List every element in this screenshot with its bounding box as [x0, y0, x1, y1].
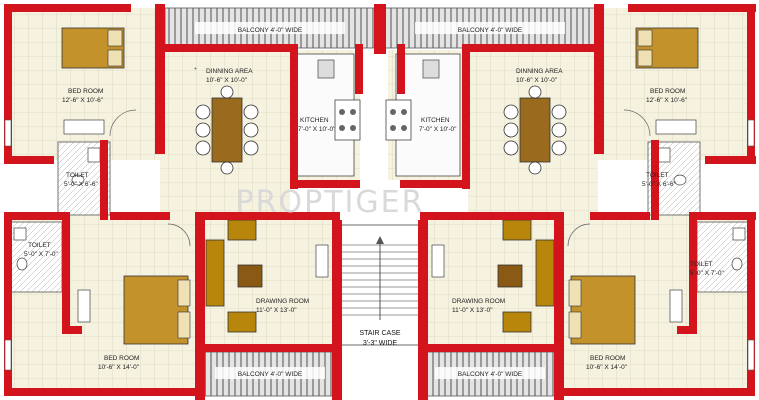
balconies — [164, 7, 596, 397]
kitchen-r-size: 7'-0" X 10'-0" — [419, 126, 457, 133]
bed-tr-name: BED ROOM — [650, 88, 685, 95]
bed-bl-size: 10'-6" X 14'-0" — [98, 364, 140, 371]
kitchen-l-name: KITCHEN — [300, 117, 329, 124]
kitchen-l-size: 7'-0" X 10'-0" — [298, 126, 336, 133]
toilet-tl-name: TOILET — [66, 172, 89, 179]
side-units — [63, 119, 697, 323]
balcony-top-left-label: BALCONY 4'-0" WIDE — [238, 27, 303, 34]
beds — [61, 27, 699, 345]
dining-l-size: 10'-6" X 10'-0" — [206, 77, 248, 84]
sofa-sets — [205, 219, 555, 333]
balcony-top-right-label: BALCONY 4'-0" WIDE — [458, 27, 523, 34]
toilet-tr-size: 5'-0" X 6'-6" — [642, 181, 677, 188]
kitchen-r-name: KITCHEN — [421, 117, 450, 124]
watermark: PROPTIGER — [236, 185, 425, 220]
toilet-br-size: 5'-0" X 7'-0" — [690, 270, 725, 277]
dining-tables — [195, 85, 567, 175]
toilet-bl-name: TOILET — [28, 242, 51, 249]
drawing-l-size: 11'-0" X 13'-0" — [256, 307, 297, 314]
bed-tl-size: 12'-6" X 10'-6" — [62, 97, 104, 104]
toilet-tl-size: 5'-0" X 6'-6" — [64, 181, 99, 188]
bed-tr-size: 12'-6" X 10'-6" — [646, 97, 688, 104]
drawing-r-name: DRAWING ROOM — [452, 298, 505, 305]
bed-bl-name: BED ROOM — [104, 355, 139, 362]
dining-r-size: 10'-6" X 10'-0" — [516, 77, 558, 84]
drawing-r-size: 11'-0" X 13'-0" — [452, 307, 493, 314]
room-labels: BALCONY 4'-0" WIDE BALCONY 4'-0" WIDE BE… — [24, 27, 725, 378]
kitchens — [295, 53, 461, 177]
stair-name: STAIR CASE — [359, 330, 400, 337]
windows — [4, 67, 755, 371]
toilet-tr-name: TOILET — [646, 172, 669, 179]
stair-size: 3'-3" WIDE — [363, 340, 397, 347]
door-swings — [109, 109, 651, 247]
drawing-l-name: DRAWING ROOM — [256, 298, 309, 305]
bed-tl-name: BED ROOM — [68, 88, 103, 95]
dining-l-name: DINNING AREA — [206, 68, 253, 75]
toilet-bl-size: 5'-0" X 7'-0" — [24, 251, 59, 258]
toilet-br-name: TOILET — [690, 261, 713, 268]
bed-br-name: BED ROOM — [590, 355, 625, 362]
balcony-bot-right-label: BALCONY 4'-0" WIDE — [458, 371, 523, 378]
staircase — [339, 224, 421, 346]
balcony-bot-left-label: BALCONY 4'-0" WIDE — [238, 371, 303, 378]
walls — [4, 4, 756, 400]
dining-r-name: DINNING AREA — [516, 68, 563, 75]
bed-br-size: 10'-6" X 14'-0" — [586, 364, 628, 371]
